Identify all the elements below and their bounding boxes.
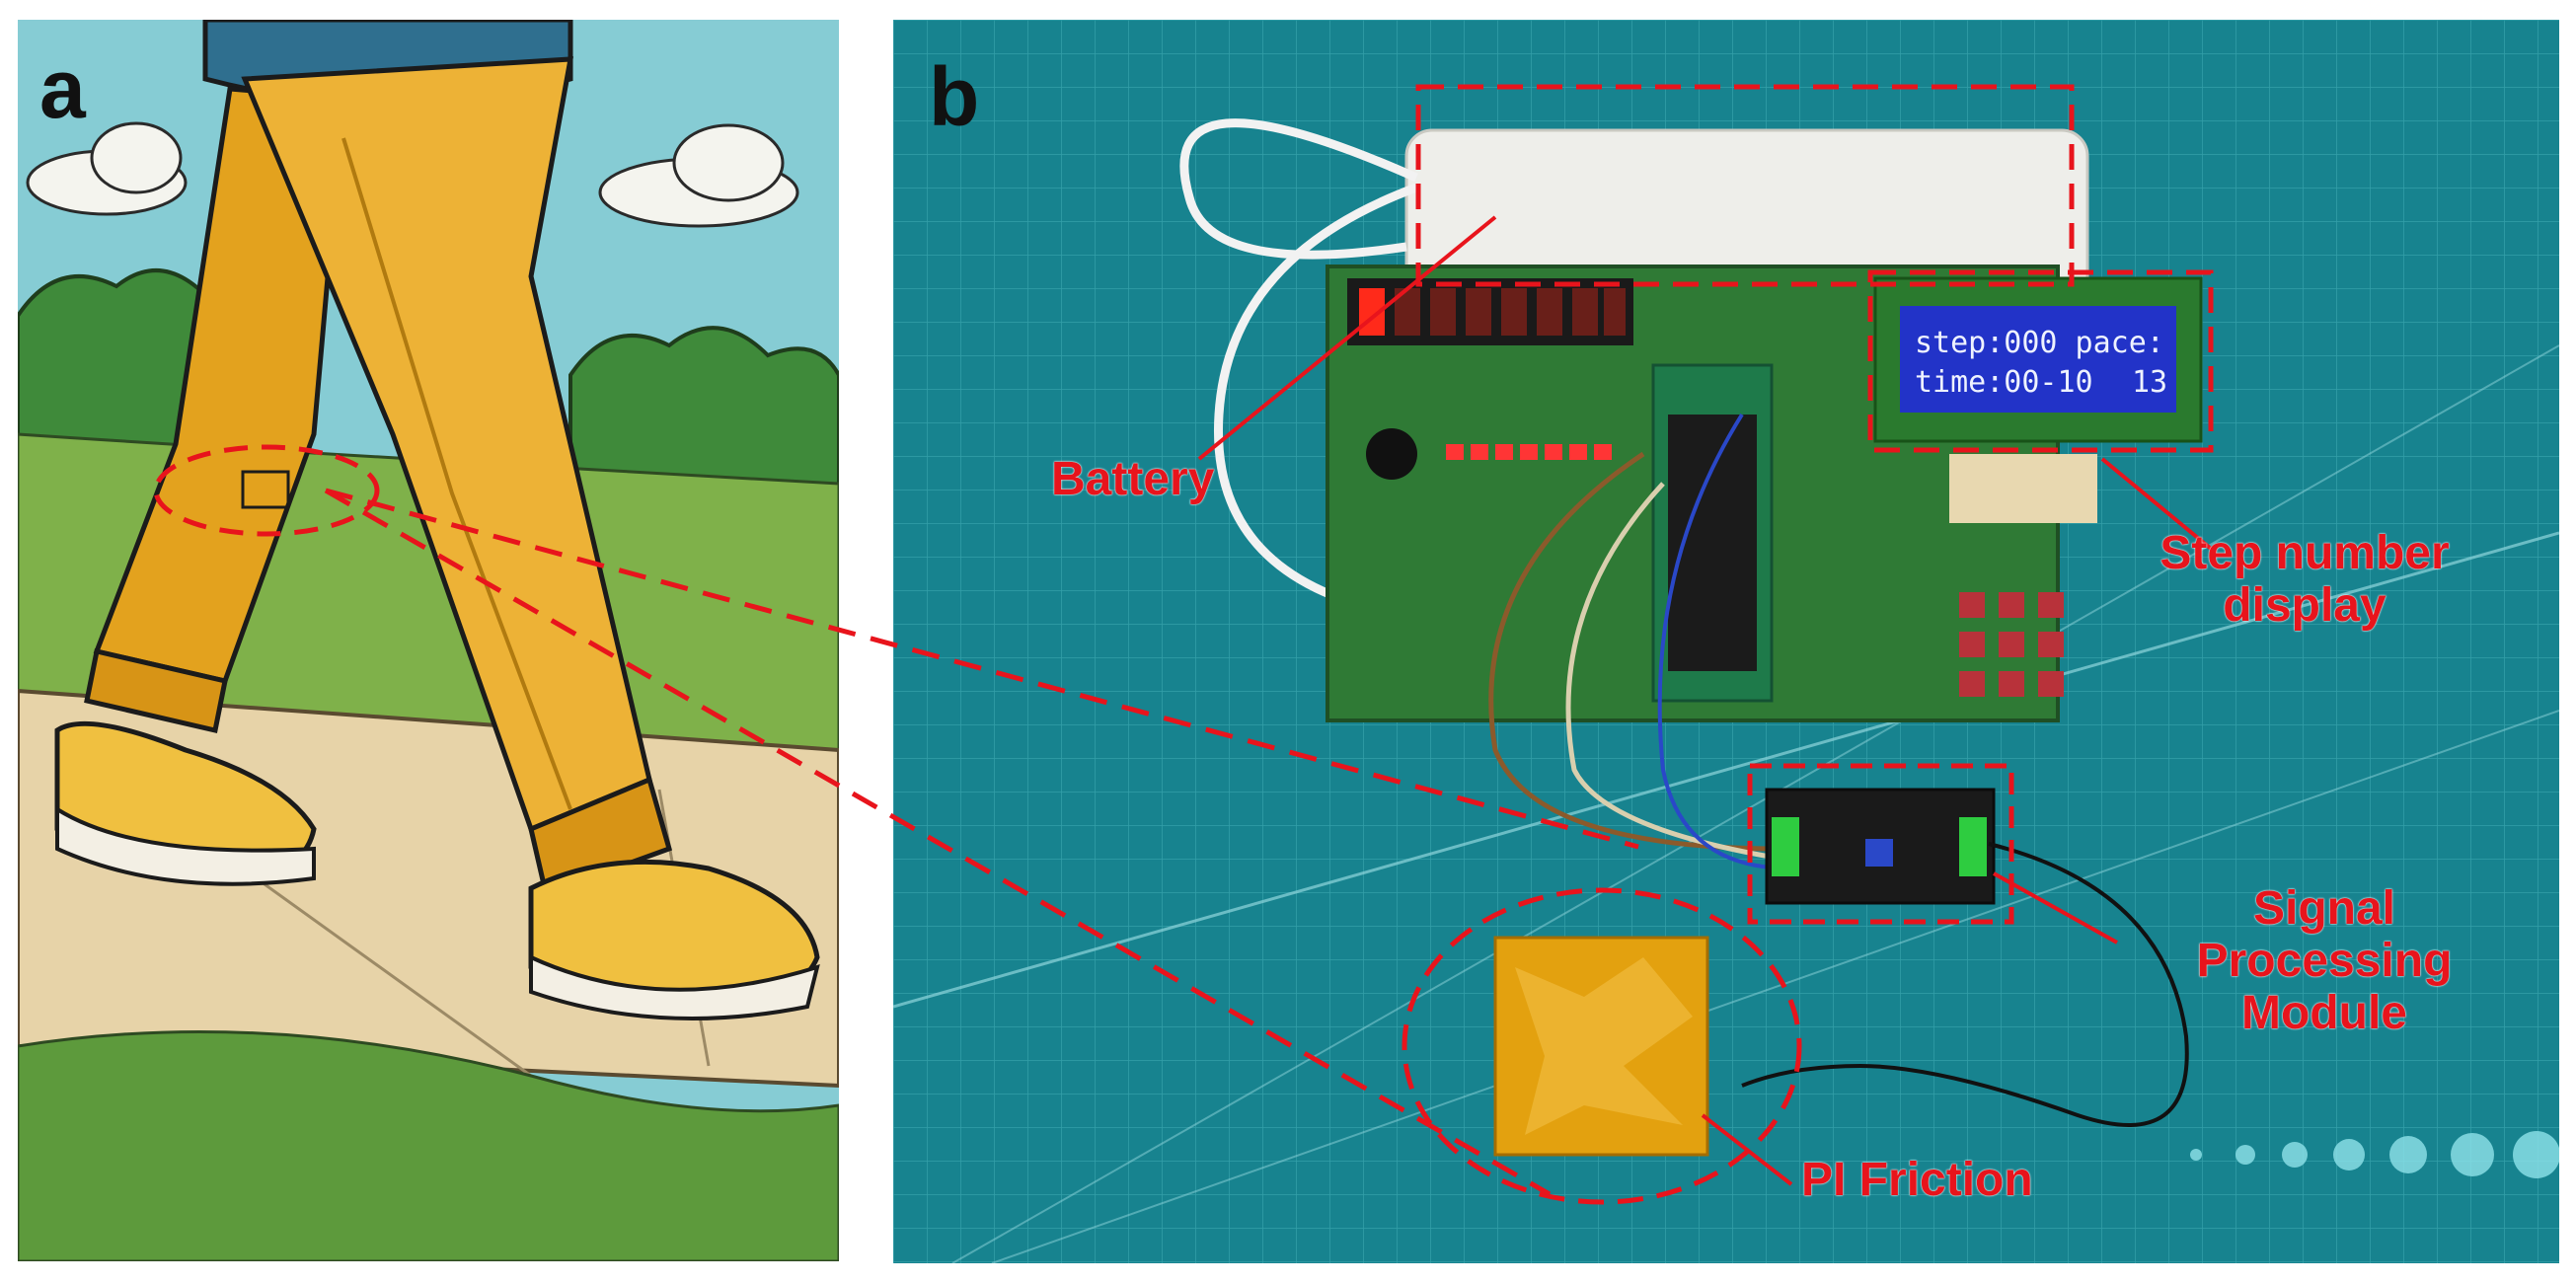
panel-a-illustration: a xyxy=(18,20,839,1261)
panel-letter-a: a xyxy=(39,42,86,135)
label-step-number-display-line2: display xyxy=(2223,578,2387,632)
label-signal-processing-module: Signal Processing Module xyxy=(2127,882,2522,1039)
keypad-buttons xyxy=(1959,592,2064,697)
label-pi-friction: PI Friction xyxy=(1801,1154,2033,1206)
cloud-right-icon xyxy=(598,123,799,228)
walking-legs-illustration xyxy=(18,20,839,1261)
label-battery: Battery xyxy=(1051,453,1215,505)
lcd-line-1: step:000 pace: xyxy=(1915,326,2164,360)
cutting-mat-dots xyxy=(2190,1131,2559,1178)
label-signal-line3: Module xyxy=(2241,986,2407,1039)
label-signal-line1: Signal xyxy=(2252,882,2396,935)
hardware-photo xyxy=(893,20,2559,1263)
label-step-number-display-line1: Step number xyxy=(2159,527,2450,579)
lcd-line-2-right: 13 xyxy=(2132,365,2168,400)
signal-module-callout-box xyxy=(1747,763,2014,925)
label-step-number-display: Step number display xyxy=(2087,527,2522,633)
label-signal-line2: Processing xyxy=(2196,934,2453,987)
lcd-line-2: time:00-10 xyxy=(1915,365,2093,400)
cloud-left-icon xyxy=(26,121,188,216)
battery-callout-box xyxy=(1415,84,2075,287)
lcd-callout-box xyxy=(1867,269,2214,453)
panel-b-photo: b step:000 pace: time:00-10 13 Battery S… xyxy=(893,20,2559,1263)
seven-segment-display-digits xyxy=(1359,288,1626,336)
sensor-location-box xyxy=(241,470,290,509)
panel-letter-b: b xyxy=(929,50,980,143)
lcd-screen xyxy=(1900,306,2176,413)
